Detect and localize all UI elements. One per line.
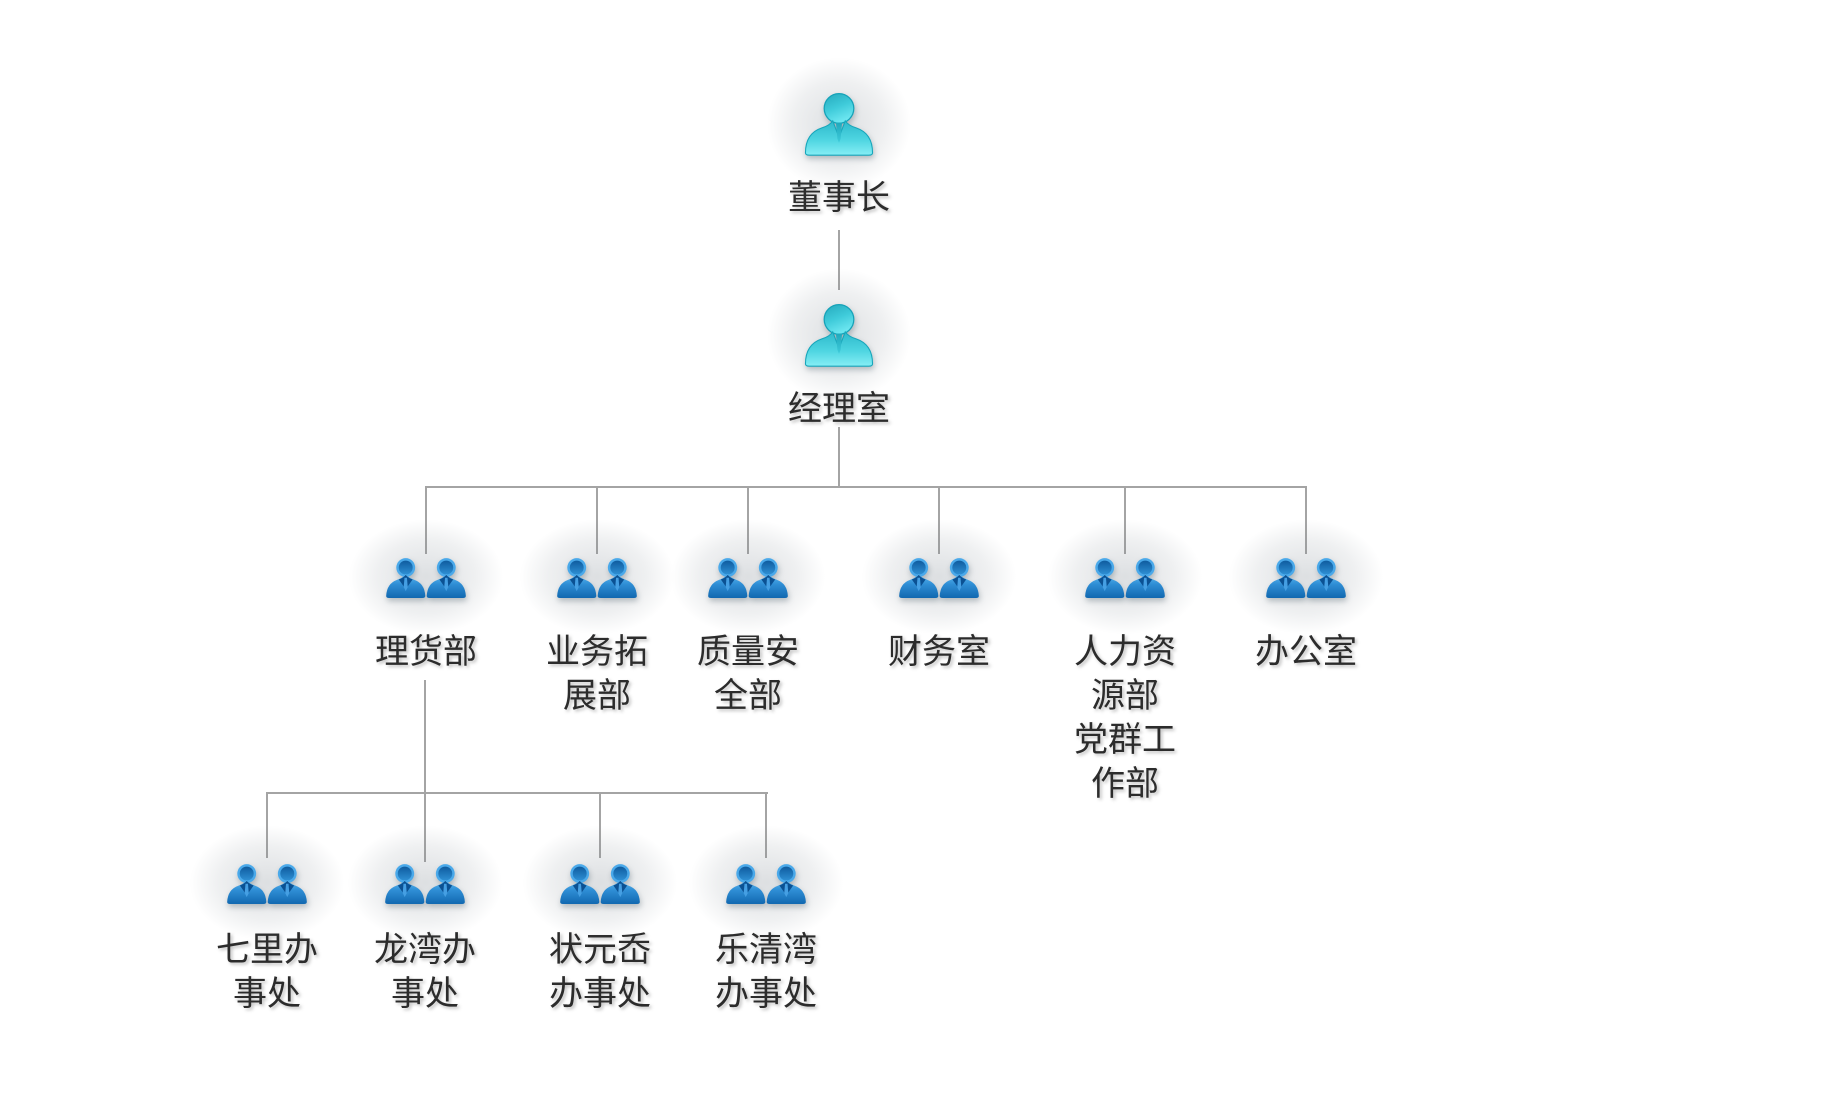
connector-line bbox=[425, 488, 427, 554]
node-label: 业务拓 展部 bbox=[546, 633, 648, 715]
org-node-office[interactable]: 七里办 事处 bbox=[216, 862, 318, 1016]
connector-line bbox=[1124, 488, 1126, 554]
node-label: 乐清湾 办事处 bbox=[715, 931, 817, 1013]
org-node-chairman[interactable]: 董事长 bbox=[788, 92, 890, 220]
org-node-office[interactable]: 龙湾办 事处 bbox=[374, 862, 476, 1016]
node-label: 董事长 bbox=[788, 179, 890, 217]
double-person-icon bbox=[896, 556, 982, 598]
double-person-icon bbox=[554, 556, 640, 598]
node-label: 质量安 全部 bbox=[697, 633, 799, 715]
node-label: 人力资 源部 党群工 作部 bbox=[1074, 633, 1176, 803]
double-person-icon bbox=[723, 862, 809, 904]
node-label: 状元岙 办事处 bbox=[549, 931, 651, 1013]
node-label: 财务室 bbox=[888, 633, 990, 671]
org-node-department[interactable]: 办公室 bbox=[1255, 556, 1357, 674]
node-label: 龙湾办 事处 bbox=[374, 931, 476, 1013]
double-person-icon bbox=[1082, 556, 1168, 598]
connector-line bbox=[938, 488, 940, 554]
org-node-department[interactable]: 财务室 bbox=[888, 556, 990, 674]
org-node-department[interactable]: 理货部 bbox=[375, 556, 477, 674]
double-person-icon bbox=[705, 556, 791, 598]
node-label: 办公室 bbox=[1255, 633, 1357, 671]
connector-line bbox=[266, 794, 268, 858]
org-node-office[interactable]: 状元岙 办事处 bbox=[549, 862, 651, 1016]
connector-line bbox=[747, 488, 749, 554]
double-person-icon bbox=[1263, 556, 1349, 598]
org-node-manager-office[interactable]: 经理室 bbox=[788, 303, 890, 431]
double-person-icon bbox=[383, 556, 469, 598]
connector-line bbox=[424, 794, 426, 862]
single-person-icon bbox=[800, 92, 878, 156]
connector-line bbox=[765, 794, 767, 858]
org-node-department[interactable]: 质量安 全部 bbox=[697, 556, 799, 718]
double-person-icon bbox=[382, 862, 468, 904]
connector-line bbox=[596, 488, 598, 554]
org-node-department[interactable]: 业务拓 展部 bbox=[546, 556, 648, 718]
org-node-office[interactable]: 乐清湾 办事处 bbox=[715, 862, 817, 1016]
connector-line bbox=[424, 680, 426, 794]
node-label: 经理室 bbox=[788, 390, 890, 428]
node-label: 理货部 bbox=[375, 633, 477, 671]
connector-line bbox=[1305, 488, 1307, 554]
connector-line bbox=[599, 794, 601, 858]
connector-line bbox=[838, 230, 840, 290]
double-person-icon bbox=[557, 862, 643, 904]
connector-line bbox=[838, 427, 840, 487]
node-label: 七里办 事处 bbox=[216, 931, 318, 1013]
connector-line bbox=[266, 792, 768, 794]
org-node-department[interactable]: 人力资 源部 党群工 作部 bbox=[1074, 556, 1176, 806]
connector-line bbox=[425, 486, 1307, 488]
double-person-icon bbox=[224, 862, 310, 904]
single-person-icon bbox=[800, 303, 878, 367]
